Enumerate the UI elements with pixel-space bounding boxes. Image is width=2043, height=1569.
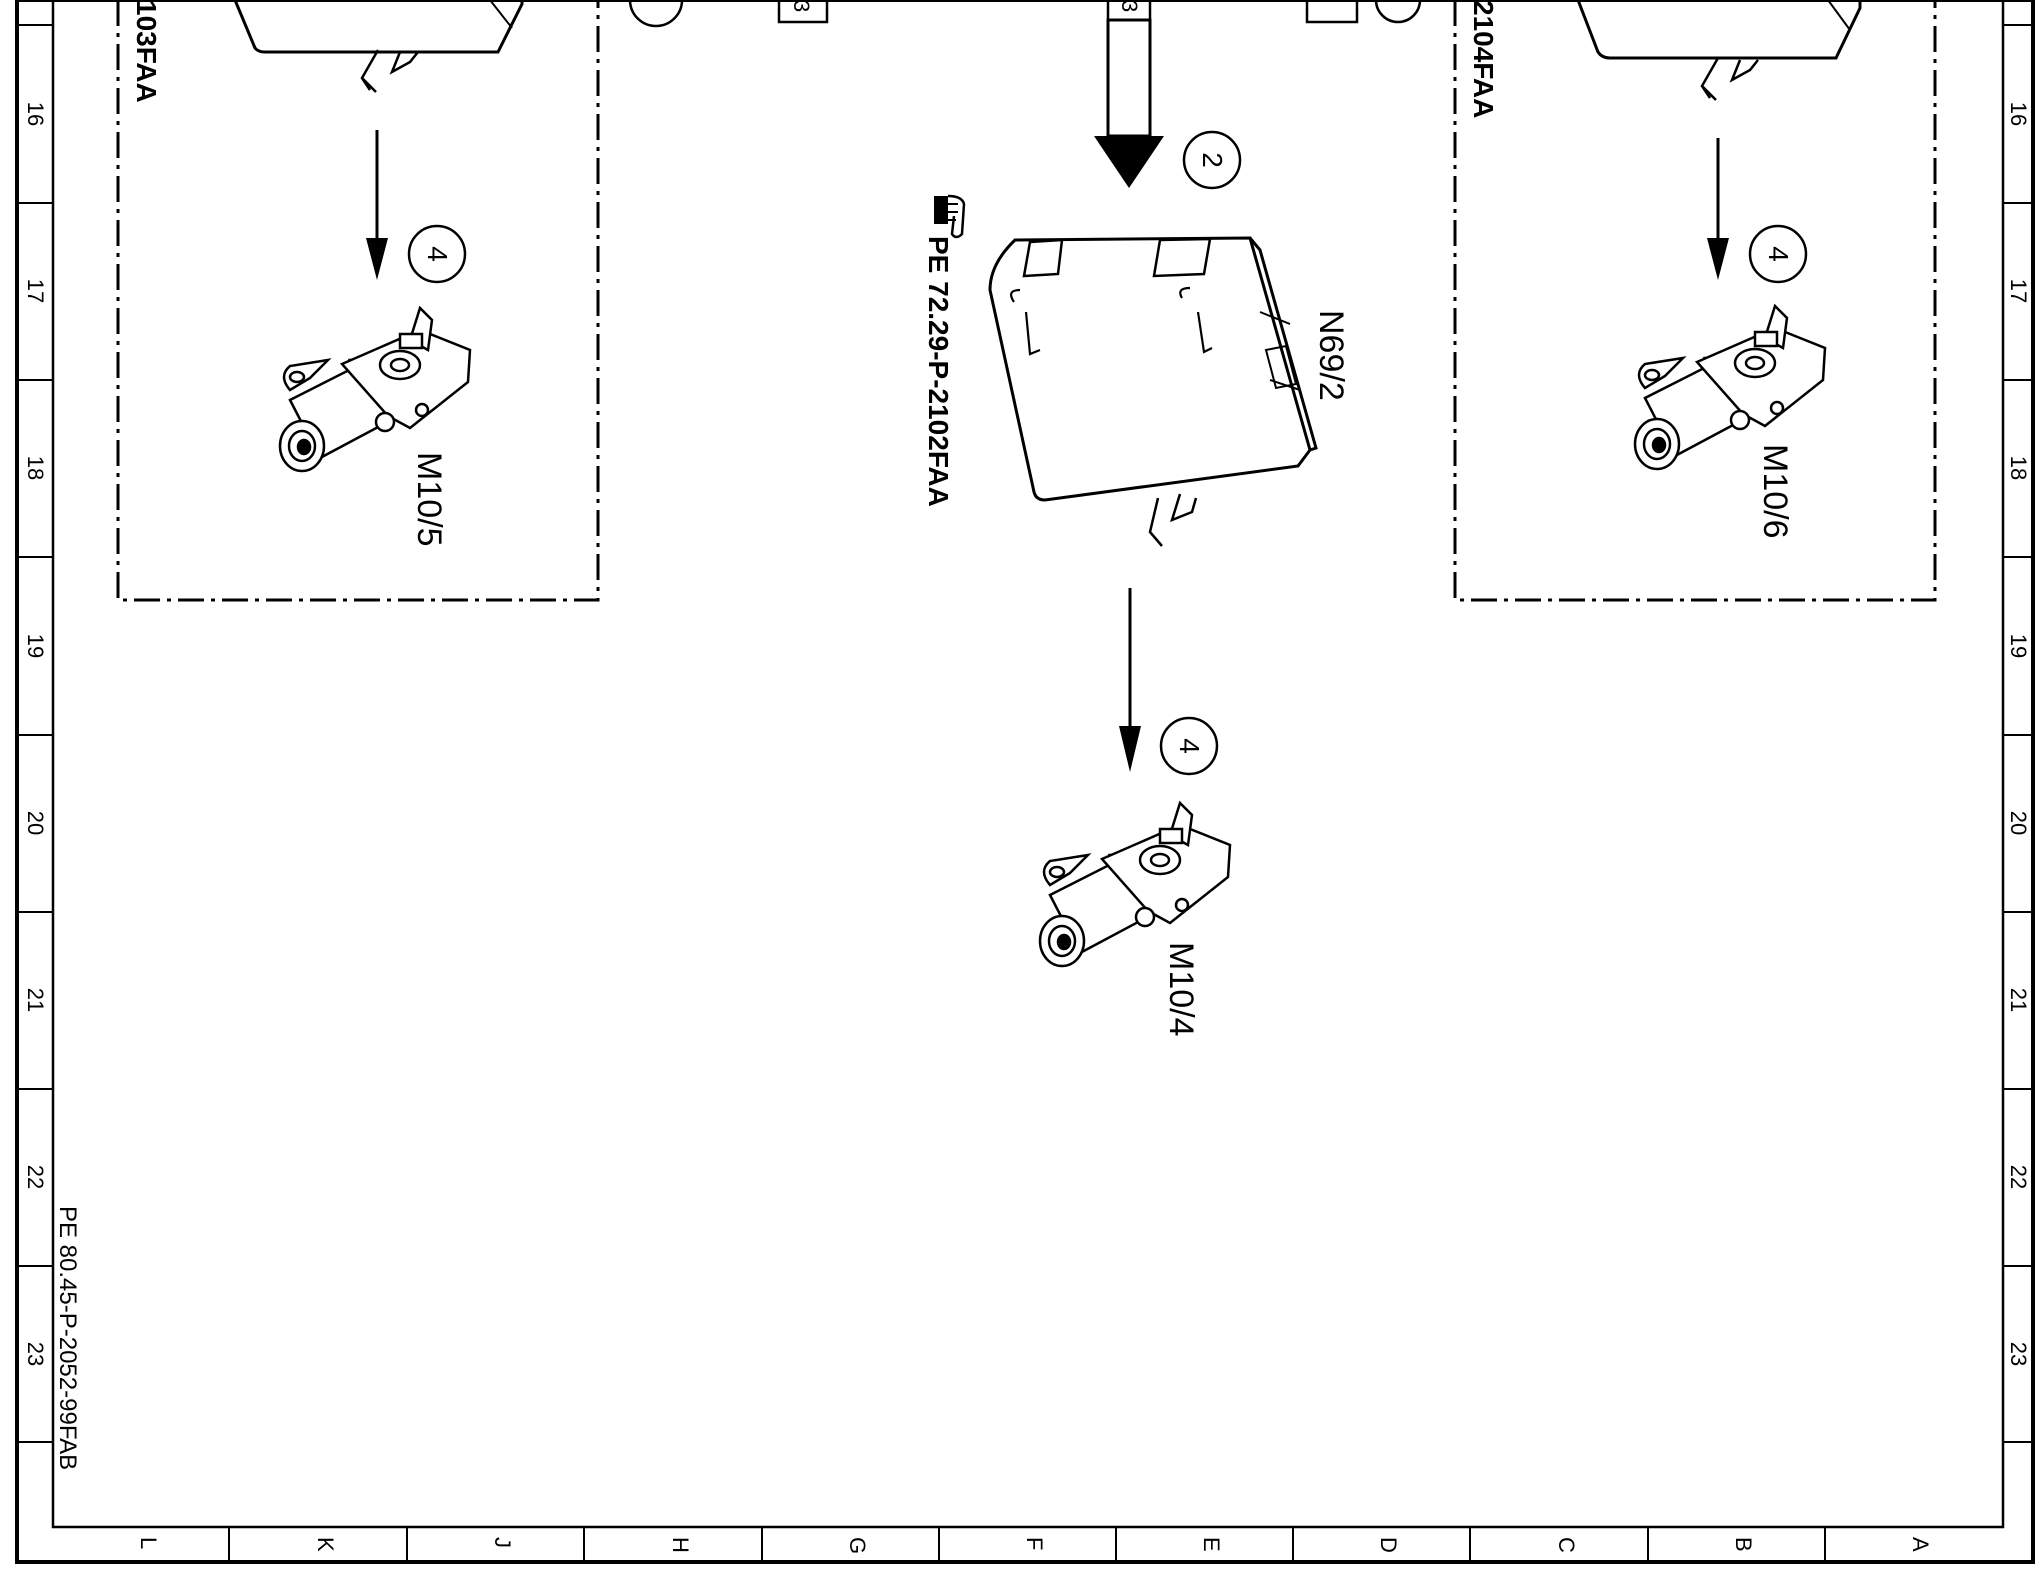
right-callout-number: 4	[1763, 246, 1794, 262]
drawing-frame	[15, 0, 2035, 1564]
column-label: J	[490, 1537, 515, 1548]
left-motor-label: M10/5	[410, 452, 448, 547]
column-label: F	[1022, 1537, 1047, 1550]
row-label: 16	[23, 102, 48, 126]
center-motor-label: M10/4	[1162, 942, 1200, 1037]
row-labels-left: 16 17 18 19 20 21 22 23	[23, 102, 48, 1366]
left-arrow-head	[366, 238, 388, 280]
top-box-3-label: 3	[789, 0, 814, 12]
left-window-motor	[278, 305, 472, 473]
left-module-connector	[360, 49, 419, 93]
center-window-motor	[1038, 800, 1232, 968]
left-control-module	[233, 0, 524, 54]
right-control-module	[1576, 0, 1862, 60]
column-label: G	[845, 1537, 870, 1554]
right-module-connector	[1700, 57, 1759, 101]
column-label: E	[1199, 1537, 1224, 1552]
top-box-3	[777, 0, 829, 24]
row-labels-right: 16 17 18 19 20 21 22 23	[2006, 102, 2031, 1366]
row-label: 16	[2006, 102, 2031, 126]
right-callout-circle	[1748, 224, 1808, 284]
row-label: 18	[2006, 456, 2031, 480]
row-label: 21	[23, 988, 48, 1012]
left-callout-number: 4	[422, 246, 453, 262]
row-label: 19	[2006, 634, 2031, 658]
column-label: L	[136, 1537, 161, 1549]
row-label: 23	[23, 1342, 48, 1366]
row-label: 22	[23, 1165, 48, 1189]
center-arrow-head	[1119, 726, 1141, 772]
row-label: 18	[23, 456, 48, 480]
right-arrow-head	[1707, 238, 1729, 280]
center-bottom-callout-circle	[1159, 716, 1219, 776]
pointing-hand-icon	[934, 194, 966, 239]
row-label: 17	[23, 279, 48, 303]
column-label: C	[1554, 1537, 1579, 1553]
row-label: 20	[2006, 811, 2031, 835]
column-label: K	[313, 1537, 338, 1552]
column-label: H	[668, 1537, 693, 1553]
document-reference: PE 80.45-P-2052-99FAB	[54, 1206, 81, 1470]
left-module-reference: 103FAA	[131, 0, 162, 103]
center-module-reference: PE 72.29-P-2102FAA	[923, 236, 954, 507]
row-label: 20	[23, 811, 48, 835]
right-window-motor	[1633, 303, 1827, 471]
row-label: 17	[2006, 279, 2031, 303]
center-big-arrow-head	[1094, 136, 1164, 188]
right-module-reference: 2104FAA	[1468, 0, 1499, 118]
row-label: 22	[2006, 1165, 2031, 1189]
center-top-box-label: 3	[1117, 0, 1142, 12]
row-label: 21	[2006, 988, 2031, 1012]
center-bottom-callout-number: 4	[1174, 738, 1205, 754]
right-motor-label: M10/6	[1756, 444, 1794, 539]
left-top-callout-circle	[628, 0, 684, 28]
center-top-callout-number: 2	[1197, 152, 1228, 168]
center-supply-shaft	[1106, 18, 1152, 138]
center-module-group: 3 3 2 2 PE 72.29-P-2102FAA	[777, 0, 1422, 1037]
column-label: B	[1731, 1537, 1756, 1552]
left-callout-circle	[407, 224, 467, 284]
top-box-right	[1305, 0, 1359, 24]
center-module-label: N69/2	[1312, 310, 1350, 401]
column-label: D	[1376, 1537, 1401, 1553]
right-dashdot-boundary	[1453, 0, 1937, 602]
column-labels-bottom: L K J H G F E D C B A	[136, 1537, 1933, 1554]
left-module-group: 103FAA 2 4 M10/	[116, 0, 684, 602]
center-control-module	[988, 236, 1318, 547]
row-label: 19	[23, 634, 48, 658]
center-top-callout-circle	[1182, 130, 1242, 190]
right-top-callout-circle	[1374, 0, 1422, 24]
row-label: 23	[2006, 1342, 2031, 1366]
left-dashdot-boundary	[116, 0, 600, 602]
right-module-group: 2104FAA 4 M10/6	[1453, 0, 1937, 602]
column-label: A	[1908, 1537, 1933, 1552]
